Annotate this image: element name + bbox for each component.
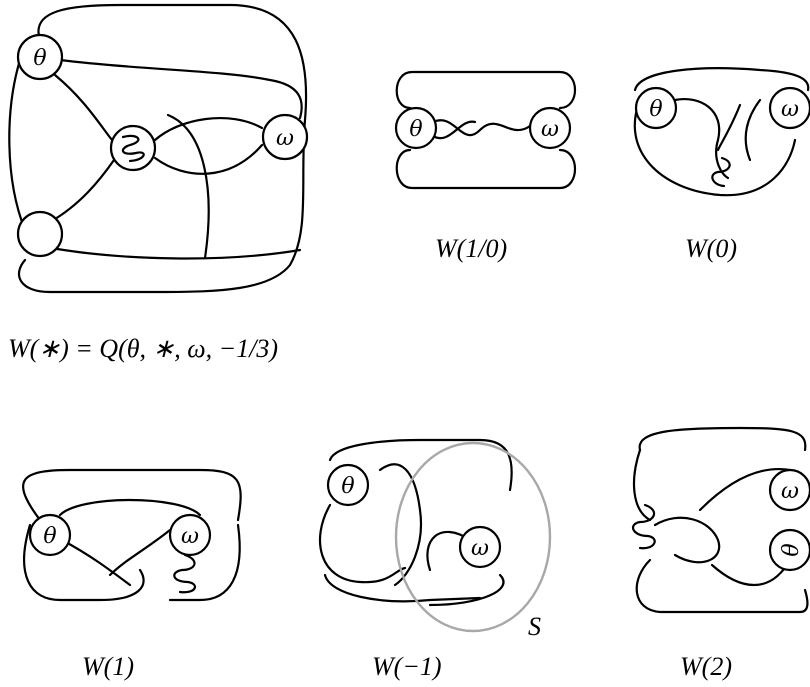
caption-w-1: W(1)	[82, 652, 134, 681]
theta-label: θ	[33, 46, 46, 71]
twist-strand-a	[433, 120, 530, 135]
loop-bottom	[397, 150, 575, 188]
loop-left	[320, 505, 405, 582]
strand-inner-arc	[60, 500, 200, 515]
loop-top	[640, 428, 806, 450]
diagram-w-m1: θ ω S	[320, 440, 550, 641]
omega-label: ω	[181, 524, 199, 549]
strand-top-arc	[60, 60, 302, 118]
loop-top	[635, 68, 808, 90]
loop-left-upper	[634, 450, 650, 520]
omega-label: ω	[276, 126, 294, 151]
theta-label-rotated: θ	[779, 543, 804, 556]
diagram-main: θ ω	[9, 5, 307, 292]
theta-label: θ	[409, 117, 422, 142]
sphere-label: S	[528, 612, 541, 641]
strand-center-omega-bottom	[155, 145, 262, 174]
loop-outer-top	[23, 470, 241, 520]
strand-theta-center	[55, 75, 112, 140]
strand-middle	[675, 99, 728, 178]
twist-curl	[174, 555, 195, 592]
omega-label: ω	[541, 117, 559, 142]
strand-center-omega-top	[155, 118, 262, 140]
strand-cross-left	[62, 540, 130, 585]
twist-curl	[633, 505, 655, 548]
strand-vertical-crossing	[168, 115, 209, 258]
theta-label: θ	[341, 474, 354, 499]
strand-cross-right	[110, 530, 170, 575]
theta-label: θ	[649, 97, 662, 122]
strand-loop-middle	[655, 518, 719, 562]
omega-label: ω	[471, 536, 489, 561]
strand-bottom-center	[50, 160, 114, 222]
theta-label: θ	[43, 524, 56, 549]
diagram-w-inf: θ ω	[396, 72, 575, 188]
diagram-w-2: ω θ	[633, 428, 810, 612]
caption-w-2: W(2)	[680, 652, 732, 681]
diagram-w-1: θ ω	[23, 470, 241, 600]
outer-loop-left	[9, 60, 25, 230]
empty-tangle-disk	[18, 212, 62, 256]
twist-box-center	[111, 126, 155, 170]
caption-w-inf: W(1/0)	[435, 234, 507, 263]
caption-w-0: W(0)	[685, 234, 737, 263]
omega-label: ω	[781, 97, 799, 122]
strand-bottom-arc	[35, 245, 300, 258]
omega-label: ω	[781, 479, 799, 504]
diagram-w-0: θ ω	[635, 68, 810, 195]
caption-w-m1: W(−1)	[372, 652, 442, 681]
caption-main: W(∗) = Q(θ, ∗, ω, −1/3)	[8, 334, 278, 363]
strand-right	[746, 100, 760, 160]
loop-top	[397, 72, 575, 108]
